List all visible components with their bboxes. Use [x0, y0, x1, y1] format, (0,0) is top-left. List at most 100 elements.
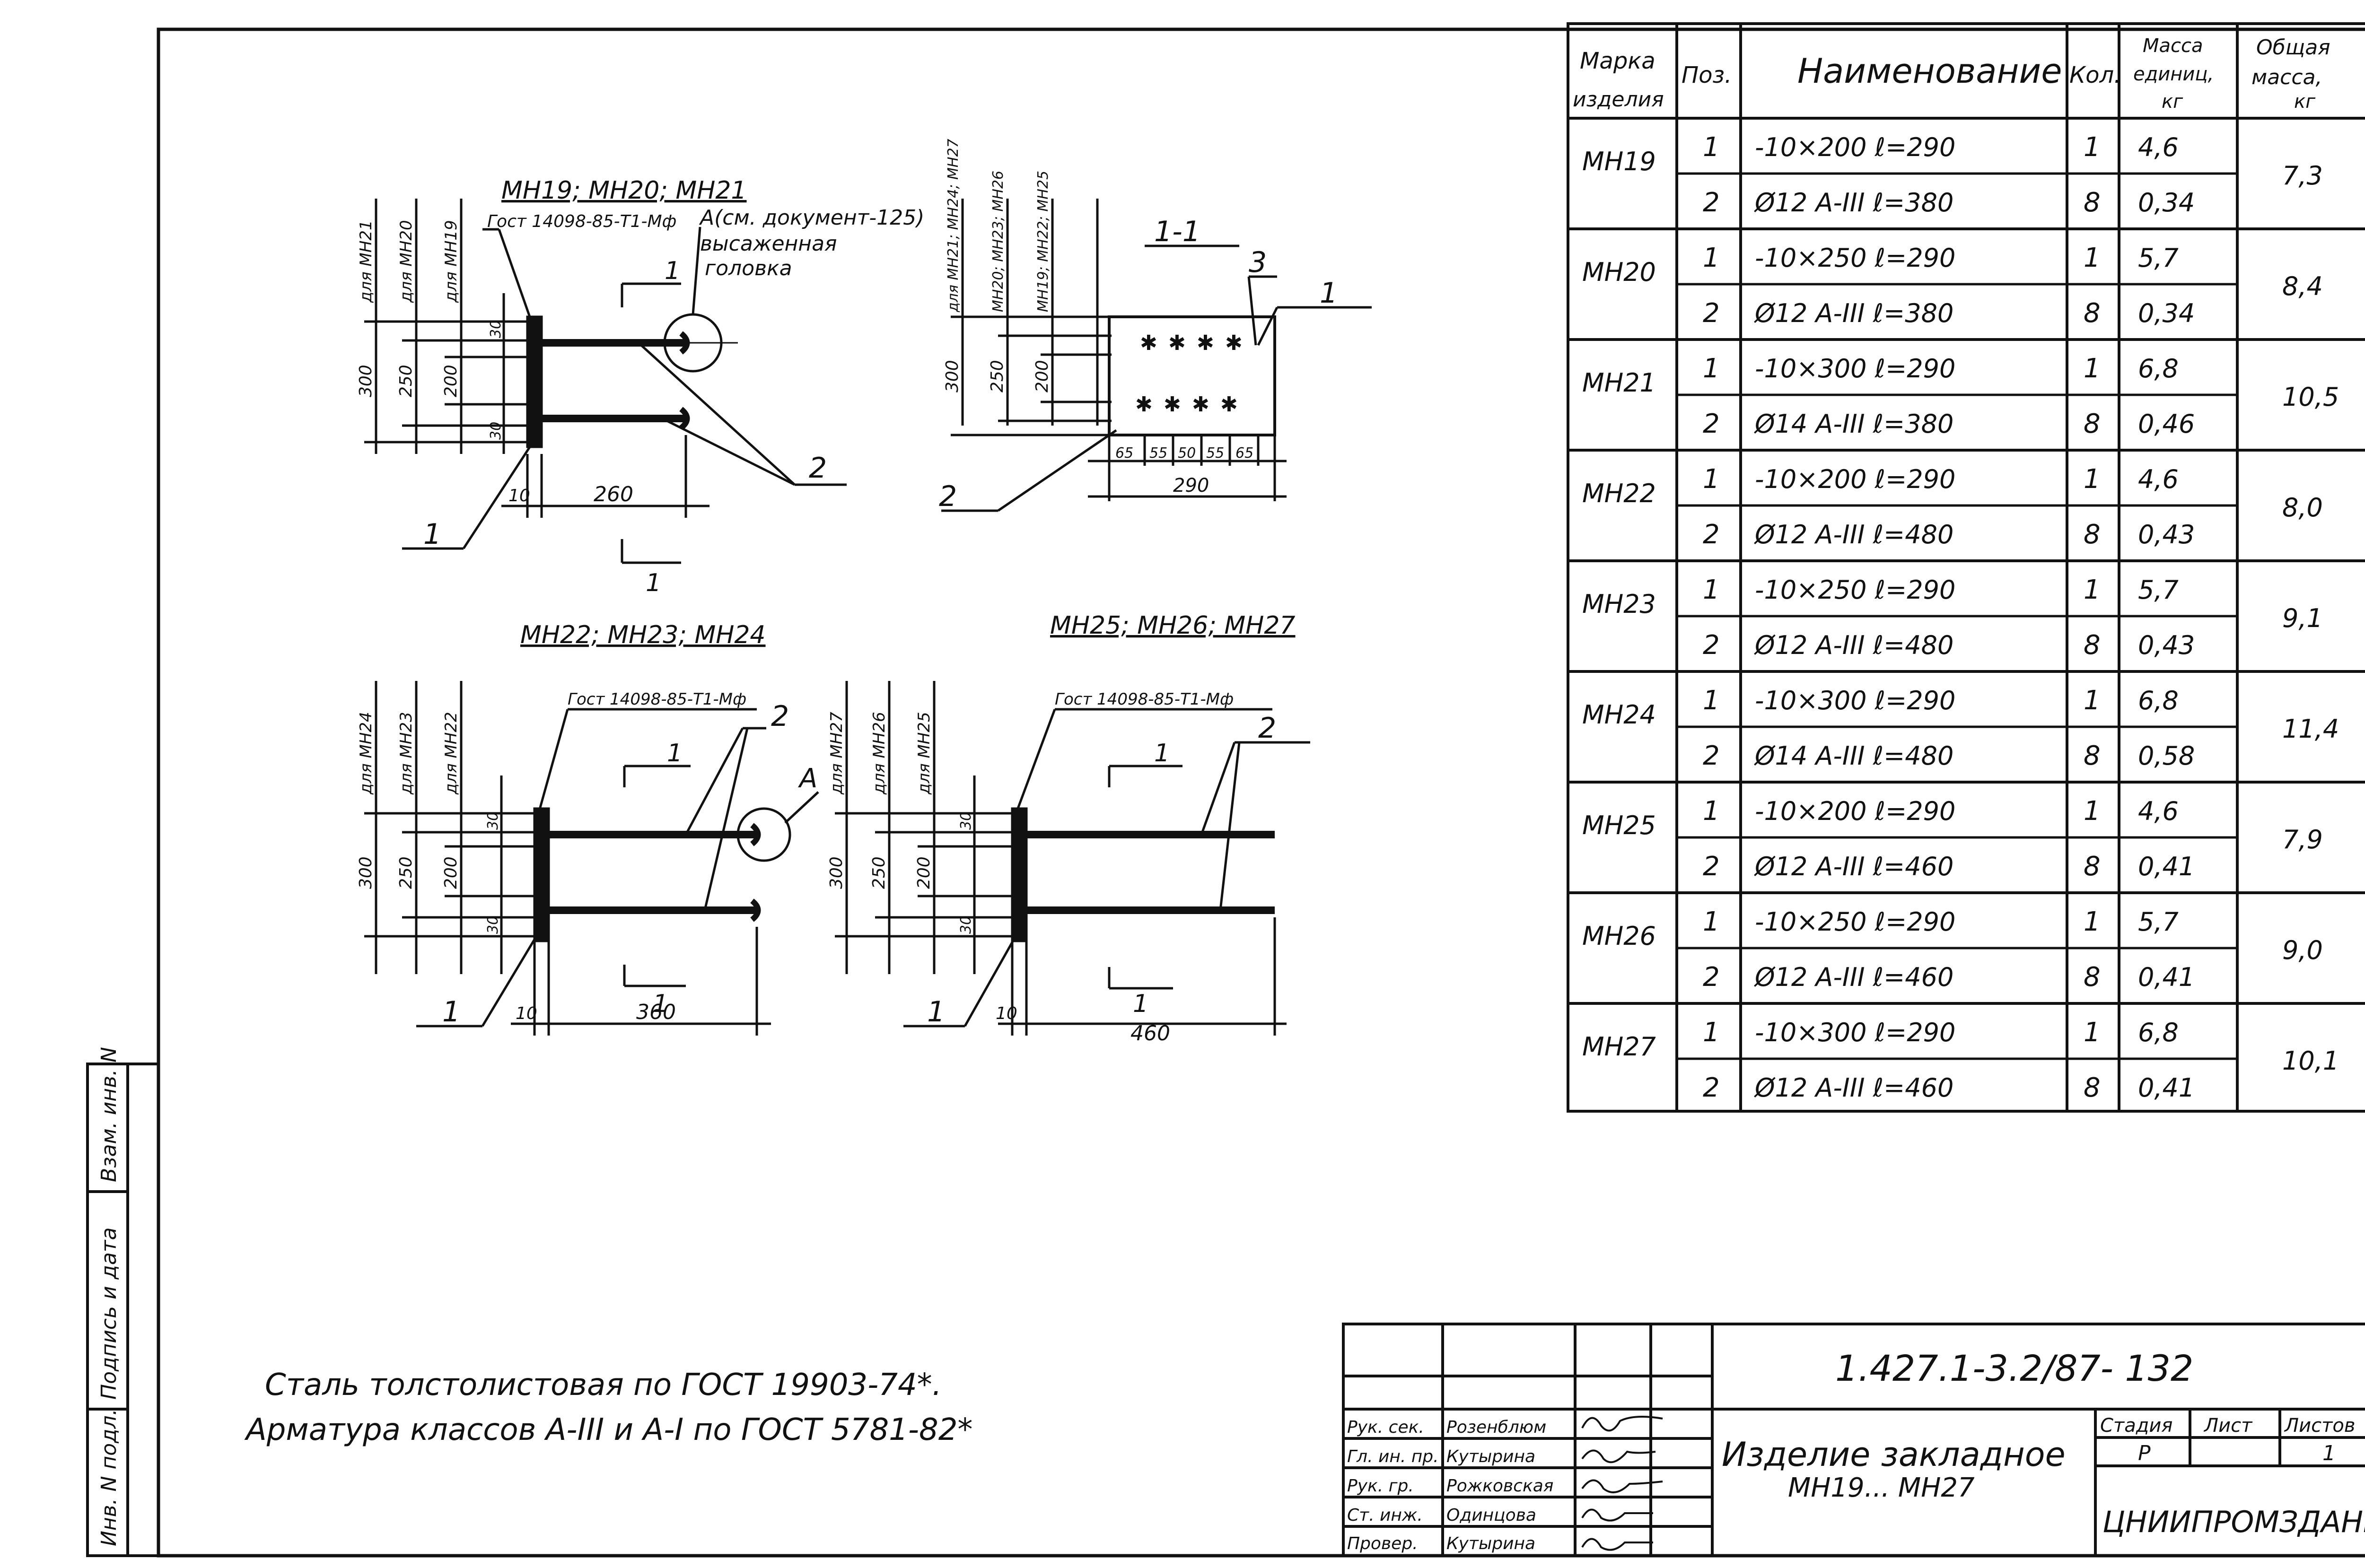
sec-mark-c1: 1 [1154, 739, 1170, 767]
for-mn21-a: для МН21 [357, 220, 376, 303]
section-1-1-text: 1-1 для МН21; МН24; МН27 МН20; МН23; МН2… [939, 139, 1338, 513]
spec-qty: 8 [2084, 298, 2101, 329]
dim-30-a2: 30 [488, 422, 504, 440]
spec-name: -10×200 ℓ=290 [1755, 132, 1955, 162]
sec-mark-a1: 1 [665, 257, 680, 285]
spec-mark: МН26 [1582, 921, 1656, 951]
title-block-text: 1.427.1-3.2/87- 132 Изделие закладное МН… [1347, 1347, 2365, 1553]
spec-qty: 8 [2084, 519, 2101, 550]
for-mn25: для МН25 [915, 712, 934, 795]
signature-4 [1581, 1538, 1653, 1551]
svg-text:✱: ✱ [1220, 392, 1238, 417]
sheet-frame [157, 27, 2365, 1558]
spec-pos: 2 [1703, 519, 1720, 550]
stage-label: Стадия [2100, 1415, 2172, 1437]
view-mn19-21-text: МН19; МН20; МН21 Гост 14098-85-Т1-Мф A(с… [356, 176, 924, 597]
sec-mark-b1: 1 [667, 739, 683, 767]
sec-pos3: 3 [1249, 246, 1267, 279]
spec-name: Ø14 A-III ℓ=380 [1754, 409, 1953, 439]
for-mn23: для МН23 [397, 712, 416, 795]
spec-pos: 1 [1703, 575, 1720, 605]
dim-200-c: 200 [914, 856, 934, 889]
side-inv-orig: Инв. N подл. [97, 1409, 121, 1546]
note-rebar: Арматура классов А-III и А-I по ГОСТ 578… [244, 1412, 972, 1447]
dim-30-c1: 30 [958, 812, 974, 830]
section-bolts: ✱ ✱ ✱ ✱ ✱ ✱ ✱ ✱ [1135, 331, 1243, 417]
name-1: Кутырина [1446, 1447, 1535, 1466]
spec-pos: 2 [1703, 740, 1720, 771]
svg-text:✱: ✱ [1140, 331, 1157, 355]
spec-qty: 1 [2084, 685, 2101, 716]
spec-qty: 1 [2084, 132, 2101, 163]
svg-text:✱: ✱ [1135, 392, 1153, 417]
signature-2 [1581, 1479, 1663, 1493]
sec-mn21-24-27: для МН21; МН24; МН27 [945, 139, 962, 313]
signature-1 [1581, 1449, 1656, 1463]
side-replace-inv: Взам. инв. N [97, 1047, 121, 1182]
dim-250-b: 250 [396, 856, 416, 889]
spec-name: -10×250 ℓ=290 [1755, 575, 1955, 605]
hdr-unit-2: единиц, [2133, 63, 2214, 85]
sheets-value: 1 [2322, 1441, 2336, 1465]
gost-label-2: Гост 14098-85-Т1-Мф [568, 690, 746, 709]
sec-dim-290: 290 [1173, 475, 1209, 497]
svg-text:✱: ✱ [1197, 331, 1214, 355]
dim-250-c: 250 [869, 856, 889, 889]
dim-260-a: 260 [594, 482, 633, 506]
spec-mass: 6,8 [2138, 354, 2179, 383]
note-steel: Сталь толстолистовая по ГОСТ 19903-74*. [265, 1368, 942, 1402]
hdr-total-3: кг [2294, 91, 2316, 113]
dim-30-b2: 30 [485, 916, 501, 934]
dim-30-a1: 30 [488, 320, 504, 338]
name-2: Рожковская [1446, 1476, 1553, 1496]
spec-pos: 2 [1703, 409, 1720, 439]
sec-mark-c2: 1 [1133, 990, 1148, 1018]
spec-mass: 4,6 [2138, 464, 2179, 494]
sec-dim-200: 200 [1033, 360, 1052, 392]
spec-pos: 2 [1703, 962, 1720, 993]
dim-300-a: 300 [356, 365, 376, 397]
for-mn24: для МН24 [357, 712, 376, 795]
pos2-c: 2 [1258, 712, 1276, 745]
spec-mass: 0,43 [2138, 520, 2195, 549]
sec-mark-a2: 1 [646, 569, 661, 597]
sec-dim-65b: 65 [1235, 445, 1253, 462]
spec-mass: 0,43 [2138, 630, 2195, 660]
spec-mass: 0,34 [2138, 188, 2195, 218]
role-1: Гл. ин. пр. [1347, 1447, 1439, 1466]
spec-name: Ø12 A-III ℓ=380 [1754, 188, 1953, 218]
spec-total: 9,0 [2282, 935, 2323, 965]
name-0: Розенблюм [1446, 1418, 1546, 1437]
hdr-name: Наименование [1797, 51, 2062, 91]
role-4: Провер. [1347, 1534, 1418, 1553]
spec-mark: МН19 [1582, 147, 1656, 176]
spec-total: 7,9 [2282, 825, 2323, 854]
note-a: A(см. документ-125) [699, 206, 924, 230]
sec-pos2: 2 [939, 480, 957, 513]
sec-dim-65a: 65 [1115, 445, 1133, 462]
doc-code: 1.427.1-3.2/87- 132 [1835, 1347, 2193, 1389]
letter-a: А [798, 763, 817, 794]
spec-qty: 1 [2084, 906, 2101, 937]
title-line1: Изделие закладное [1722, 1435, 2066, 1474]
spec-mass: 5,7 [2138, 243, 2179, 273]
spec-name: -10×300 ℓ=290 [1755, 686, 1955, 715]
spec-pos: 1 [1703, 353, 1720, 384]
for-mn20-a: для МН20 [397, 220, 416, 303]
side-stamp: Взам. инв. N Подпись и дата Инв. N подл. [86, 1047, 158, 1557]
dim-200-b: 200 [441, 856, 461, 889]
spec-name: -10×300 ℓ=290 [1755, 1018, 1955, 1047]
spec-name: -10×300 ℓ=290 [1755, 354, 1955, 383]
spec-total: 8,0 [2282, 493, 2323, 523]
spec-pos: 2 [1703, 851, 1720, 882]
spec-mass: 5,7 [2138, 907, 2179, 937]
spec-qty: 8 [2084, 1072, 2101, 1103]
signature-3 [1581, 1508, 1653, 1522]
svg-text:✱: ✱ [1225, 331, 1243, 355]
spec-mark: МН20 [1582, 257, 1656, 287]
pos1-c: 1 [927, 995, 945, 1028]
spec-qty: 8 [2084, 630, 2101, 661]
spec-total: 10,1 [2282, 1046, 2339, 1076]
spec-qty: 1 [2084, 464, 2101, 495]
